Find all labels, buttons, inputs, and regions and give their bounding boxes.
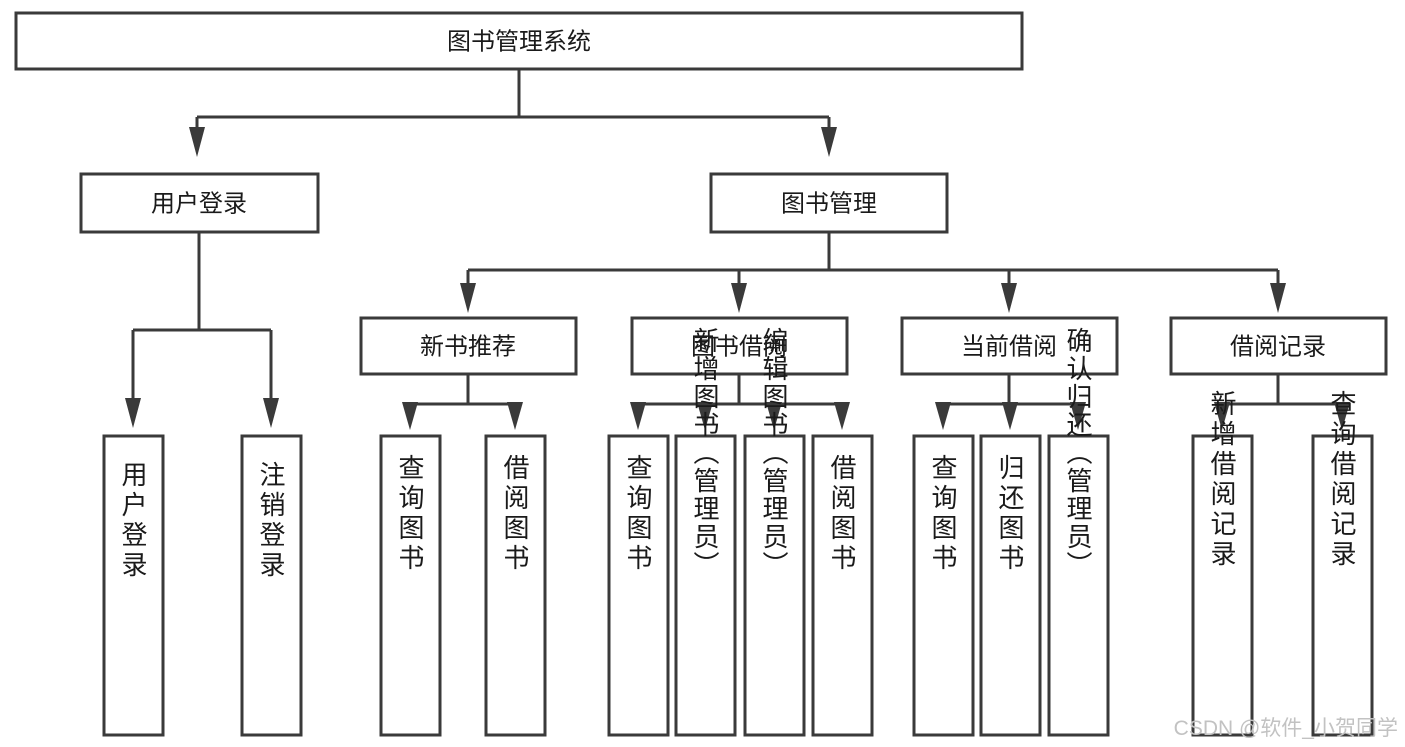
arrow-head-leaf-user-login	[125, 398, 141, 428]
node-new-book-rec[interactable]: 新书推荐	[359, 316, 578, 376]
node-leaf-edit-book-admin[interactable]: 编辑图书（管理员）	[743, 327, 806, 737]
arrow-head-leaf-query-book-3	[935, 402, 951, 430]
node-leaf-add-book-admin[interactable]: 新增图书（管理员）	[674, 327, 737, 737]
node-leaf-user-login[interactable]: 用户登录	[102, 434, 165, 737]
node-leaf-query-borrow-record-label: 查询借阅记录	[1327, 390, 1357, 570]
node-leaf-add-borrow-record-box[interactable]	[1191, 434, 1254, 737]
node-leaf-borrow-book-2-box[interactable]	[811, 434, 874, 737]
arrow-head-current-borrow	[1001, 283, 1017, 313]
edge-group-new-book-rec-to-leaves	[402, 374, 523, 430]
node-new-book-rec-box[interactable]	[359, 316, 578, 376]
node-leaf-borrow-book-2[interactable]: 借阅图书	[811, 434, 874, 737]
arrow-head-leaf-borrow-book-2	[834, 402, 850, 430]
node-leaf-logout-login-label: 注销登录	[256, 461, 286, 581]
node-leaf-borrow-book-1-label: 借阅图书	[500, 454, 530, 574]
node-leaf-return-book-box[interactable]	[979, 434, 1042, 737]
watermark-label: CSDN @软件_小贺同学	[1174, 717, 1398, 740]
edge-group-user-login-to-leaves	[125, 233, 279, 428]
node-current-borrow-label: 当前借阅	[961, 334, 1057, 361]
node-leaf-logout-login-box[interactable]	[240, 434, 303, 737]
node-leaf-query-borrow-record[interactable]: 查询借阅记录	[1311, 390, 1374, 737]
edge-group-book-manage-to-level3	[460, 233, 1286, 313]
node-leaf-query-borrow-record-box[interactable]	[1311, 434, 1374, 737]
node-book-manage[interactable]: 图书管理	[709, 172, 949, 234]
node-book-borrow-box[interactable]	[630, 316, 849, 376]
node-leaf-return-book-label: 归还图书	[995, 454, 1025, 574]
edge-group-borrow-record-to-leaves	[1214, 374, 1350, 430]
arrow-head-new-book-rec	[460, 283, 476, 313]
node-leaf-query-book-3-box[interactable]	[912, 434, 975, 737]
node-user-login-label: 用户登录	[151, 191, 247, 218]
node-book-borrow[interactable]: 图书借阅	[630, 316, 849, 376]
edge-group-book-borrow-to-leaves	[630, 374, 850, 430]
node-borrow-record-box[interactable]	[1169, 316, 1388, 376]
arrow-head-leaf-add-book-admin	[697, 402, 713, 430]
edge-group-current-borrow-to-leaves	[935, 374, 1086, 430]
node-leaf-user-login-box[interactable]	[102, 434, 165, 737]
arrow-head-borrow-record	[1270, 283, 1286, 313]
node-leaf-query-book-1[interactable]: 查询图书	[379, 434, 442, 737]
node-leaf-query-book-1-box[interactable]	[379, 434, 442, 737]
node-leaf-logout-login[interactable]: 注销登录	[240, 434, 303, 737]
node-leaf-confirm-return-admin-label: 确认归还（管理员）	[1063, 327, 1093, 579]
edge-group-root-to-level2	[189, 69, 837, 157]
node-leaf-edit-book-admin-label: 编辑图书（管理员）	[759, 327, 789, 579]
node-borrow-record-label: 借阅记录	[1230, 334, 1326, 361]
node-leaf-confirm-return-admin[interactable]: 确认归还（管理员）	[1047, 327, 1110, 737]
arrow-head-leaf-query-book-2	[630, 402, 646, 430]
node-root[interactable]: 图书管理系统	[14, 11, 1024, 71]
node-current-borrow-box[interactable]	[900, 316, 1119, 376]
node-leaf-query-book-3-label: 查询图书	[928, 454, 958, 574]
node-leaf-add-borrow-record[interactable]: 新增借阅记录	[1191, 390, 1254, 737]
node-root-box[interactable]	[14, 11, 1024, 71]
node-leaf-query-book-1-label: 查询图书	[395, 454, 425, 574]
node-book-manage-label: 图书管理	[781, 191, 877, 218]
node-leaf-edit-book-admin-box[interactable]	[743, 434, 806, 737]
arrow-head-leaf-logout-login	[263, 398, 279, 428]
arrow-head-book-manage	[821, 127, 837, 157]
node-leaf-confirm-return-admin-box[interactable]	[1047, 434, 1110, 737]
arrow-head-leaf-query-book-1	[402, 402, 418, 430]
arrow-head-leaf-add-borrow-record	[1214, 402, 1230, 430]
node-leaf-add-book-admin-label: 新增图书（管理员）	[690, 327, 720, 579]
node-leaf-query-book-2-label: 查询图书	[623, 454, 653, 574]
node-current-borrow[interactable]: 当前借阅	[900, 316, 1119, 376]
node-leaf-query-book-3[interactable]: 查询图书	[912, 434, 975, 737]
arrow-head-leaf-edit-book-admin	[766, 402, 782, 430]
node-leaf-borrow-book-1[interactable]: 借阅图书	[484, 434, 547, 737]
arrow-head-leaf-confirm-return-admin	[1070, 402, 1086, 430]
node-root-label: 图书管理系统	[447, 29, 591, 56]
node-leaf-query-book-2-box[interactable]	[607, 434, 670, 737]
arrow-head-leaf-return-book	[1002, 402, 1018, 430]
node-leaf-return-book[interactable]: 归还图书	[979, 434, 1042, 737]
node-book-manage-box[interactable]	[709, 172, 949, 234]
node-leaf-user-login-label: 用户登录	[118, 461, 148, 581]
node-leaf-add-borrow-record-label: 新增借阅记录	[1207, 390, 1237, 570]
arrow-head-user-login	[189, 127, 205, 157]
arrow-head-leaf-borrow-book-1	[507, 402, 523, 430]
arrow-head-book-borrow	[731, 283, 747, 313]
node-leaf-query-book-2[interactable]: 查询图书	[607, 434, 670, 737]
node-book-borrow-label: 图书借阅	[691, 334, 787, 361]
node-new-book-rec-label: 新书推荐	[420, 334, 516, 361]
arrow-head-leaf-query-borrow-record	[1334, 402, 1350, 430]
node-user-login[interactable]: 用户登录	[79, 172, 320, 234]
node-leaf-borrow-book-1-box[interactable]	[484, 434, 547, 737]
node-leaf-add-book-admin-box[interactable]	[674, 434, 737, 737]
node-user-login-box[interactable]	[79, 172, 320, 234]
node-leaf-borrow-book-2-label: 借阅图书	[827, 454, 857, 574]
node-borrow-record[interactable]: 借阅记录	[1169, 316, 1388, 376]
